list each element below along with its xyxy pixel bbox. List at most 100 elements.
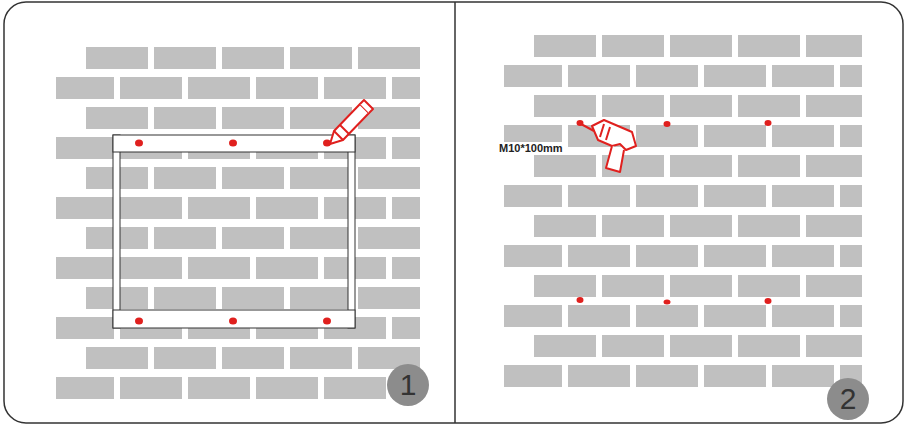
brick — [120, 377, 182, 399]
brick — [602, 215, 664, 237]
brick — [670, 275, 732, 297]
brick — [772, 125, 834, 147]
brick — [324, 77, 386, 99]
brick — [120, 257, 182, 279]
brick — [358, 287, 420, 309]
brick — [602, 275, 664, 297]
brick — [256, 377, 318, 399]
brick — [358, 167, 420, 189]
brick — [222, 107, 284, 129]
brick — [392, 317, 420, 339]
brick — [392, 197, 420, 219]
brick — [738, 155, 800, 177]
brick — [772, 65, 834, 87]
brick — [56, 137, 114, 159]
step-number-circle: 2 — [827, 378, 869, 420]
brick — [256, 197, 318, 219]
brick — [806, 335, 862, 357]
brick — [290, 227, 352, 249]
brick — [806, 35, 862, 57]
brick — [504, 305, 562, 327]
screw-size-label: M10*100mm — [497, 142, 565, 154]
brick — [636, 245, 698, 267]
brick — [392, 137, 420, 159]
brick — [222, 47, 284, 69]
brick — [568, 185, 630, 207]
brick — [188, 257, 250, 279]
brick — [154, 347, 216, 369]
brick — [772, 365, 834, 387]
brick — [840, 125, 862, 147]
brick — [602, 335, 664, 357]
brick — [636, 125, 698, 147]
brick — [772, 305, 834, 327]
brick — [534, 35, 596, 57]
brick — [504, 365, 562, 387]
brick — [504, 65, 562, 87]
callout-number: 2 — [840, 384, 857, 414]
brick — [290, 287, 352, 309]
brick — [738, 215, 800, 237]
brick — [56, 257, 114, 279]
drill-icon — [581, 120, 636, 172]
brick — [738, 95, 800, 117]
brick — [670, 35, 732, 57]
brick — [670, 215, 732, 237]
brick — [636, 185, 698, 207]
brick — [636, 65, 698, 87]
brick — [324, 377, 386, 399]
brick — [86, 47, 148, 69]
brick — [56, 377, 114, 399]
brick — [738, 35, 800, 57]
brick — [534, 155, 596, 177]
brick — [704, 305, 766, 327]
brick — [806, 155, 862, 177]
brick — [392, 257, 420, 279]
brick — [534, 215, 596, 237]
brick — [840, 245, 862, 267]
brick — [840, 305, 862, 327]
brick — [772, 245, 834, 267]
brick — [636, 365, 698, 387]
brick — [154, 287, 216, 309]
brick — [534, 275, 596, 297]
brick — [56, 197, 114, 219]
brick — [670, 335, 732, 357]
brick — [602, 35, 664, 57]
brick — [154, 167, 216, 189]
brick — [290, 347, 352, 369]
brick — [806, 95, 862, 117]
brick — [256, 257, 318, 279]
callout-number: 1 — [400, 370, 417, 400]
brick — [120, 77, 182, 99]
brick — [56, 317, 114, 339]
brick — [222, 347, 284, 369]
brick — [358, 47, 420, 69]
step-number-circle: 1 — [387, 364, 429, 406]
panel-divider — [454, 2, 456, 423]
brick — [154, 227, 216, 249]
brick — [256, 77, 318, 99]
brick — [86, 347, 148, 369]
brick — [358, 227, 420, 249]
brick — [670, 155, 732, 177]
brick — [188, 377, 250, 399]
brick — [222, 167, 284, 189]
wall-mount-frame — [113, 135, 355, 328]
brick — [840, 185, 862, 207]
brick — [568, 305, 630, 327]
brick — [636, 305, 698, 327]
brick — [290, 47, 352, 69]
brick — [56, 77, 114, 99]
brick — [290, 167, 352, 189]
brick — [704, 365, 766, 387]
brick — [704, 245, 766, 267]
brick — [568, 65, 630, 87]
brick — [704, 185, 766, 207]
outer-frame — [4, 2, 903, 423]
brick — [504, 245, 562, 267]
brick — [840, 65, 862, 87]
brick — [86, 107, 148, 129]
